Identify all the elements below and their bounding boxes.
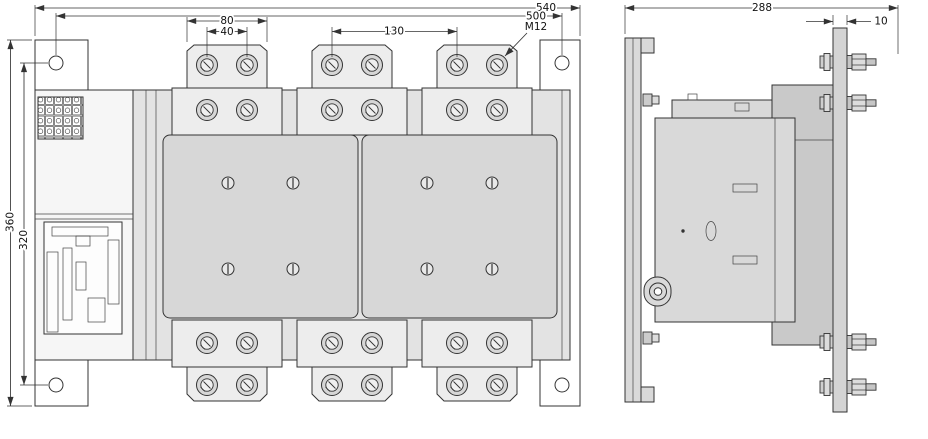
dim-label-10: 10	[874, 16, 887, 28]
dim-label-80: 80	[220, 15, 233, 27]
terminal-bolt-icon	[446, 99, 468, 121]
cover-screw-icon	[420, 262, 434, 276]
dim-label-540: 540	[536, 2, 556, 14]
cover-left	[162, 134, 359, 319]
body-slot	[732, 183, 758, 193]
terminal-bolt-icon	[446, 374, 468, 396]
mounting-hole-top-left	[48, 55, 64, 71]
mounting-hole-bottom-left	[48, 377, 64, 393]
mounting-hole-bottom-right	[554, 377, 570, 393]
cover-screw-icon	[420, 176, 434, 190]
terminal-bolt-icon	[361, 99, 383, 121]
terminal-bolt-head-icon	[819, 333, 834, 351]
bracket-bolt-icon	[642, 331, 660, 345]
terminal-bolt-icon	[446, 54, 468, 76]
front-view: 540 500 80 40 130 M12 360 320	[3, 0, 581, 407]
dim-label-360: 360	[5, 212, 17, 232]
riser-detail	[687, 93, 698, 101]
cover-screw-icon	[221, 176, 235, 190]
electronic-control-unit	[43, 221, 123, 335]
terminal-pole-top-3	[421, 44, 533, 136]
terminal-bolt-icon	[321, 54, 343, 76]
dim-label-m12: M12	[525, 21, 547, 33]
terminal-bolt-icon	[196, 99, 218, 121]
side-dimensions: 288 10	[624, 0, 899, 54]
terminal-bolt-icon	[361, 332, 383, 354]
bracket-flange-bottom	[640, 386, 655, 403]
dim-label-288: 288	[752, 2, 772, 14]
module-detail	[87, 297, 106, 323]
cover-screw-icon	[485, 262, 499, 276]
body-pin	[681, 229, 685, 233]
leader-line-m12	[504, 32, 528, 57]
terminal-bolt-side-icon	[846, 333, 877, 351]
terminal-bolt-icon	[321, 332, 343, 354]
terminal-bolt-icon	[196, 332, 218, 354]
terminal-bolt-icon	[486, 99, 508, 121]
body-side-face	[654, 117, 796, 323]
control-module	[34, 89, 134, 361]
terminal-bolt-icon	[361, 374, 383, 396]
terminal-bolt-icon	[361, 54, 383, 76]
terminal-pole-bottom-1	[171, 319, 283, 402]
arc-chamber-covers	[162, 134, 558, 319]
cover-screw-icon	[485, 176, 499, 190]
lug-hole	[653, 287, 663, 296]
terminal-pole-top-1	[171, 44, 283, 136]
control-terminal-strip-right	[107, 239, 120, 305]
terminal-bolt-icon	[236, 374, 258, 396]
terminal-poles-bottom	[171, 319, 533, 402]
terminal-bolt-icon	[236, 99, 258, 121]
module-detail	[62, 247, 73, 321]
terminal-bolt-head-icon	[819, 53, 834, 71]
terminal-bolt-icon	[486, 374, 508, 396]
body-top-riser	[671, 99, 773, 119]
dim-label-320: 320	[18, 230, 30, 250]
auxiliary-terminal-grid	[37, 96, 84, 140]
busbar-plate	[832, 27, 848, 413]
cover-screw-icon	[286, 176, 300, 190]
dim-label-130: 130	[384, 26, 404, 38]
bracket-bolt-icon	[642, 93, 660, 107]
terminal-pole-bottom-3	[421, 319, 533, 402]
terminal-bolt-side-icon	[846, 378, 877, 396]
riser-detail	[734, 102, 750, 112]
terminal-bolt-icon	[446, 332, 468, 354]
terminal-bolt-icon	[486, 332, 508, 354]
module-detail	[75, 261, 87, 291]
mounting-bracket-side	[624, 37, 660, 403]
contactor-body-side	[643, 117, 833, 323]
dim-label-500: 500	[526, 11, 546, 23]
terminal-bolt-icon	[196, 54, 218, 76]
dim-label-40: 40	[220, 26, 233, 38]
terminal-bolt-icon	[236, 332, 258, 354]
terminal-bolt-icon	[236, 54, 258, 76]
side-view: 288 10	[624, 0, 899, 413]
terminal-bolt-icon	[321, 374, 343, 396]
terminal-bolt-icon	[486, 54, 508, 76]
terminal-pole-bottom-2	[296, 319, 408, 402]
terminal-bolt-icon	[196, 374, 218, 396]
terminal-bolt-head-icon	[819, 378, 834, 396]
body-slot	[732, 255, 758, 265]
terminal-poles-top	[171, 44, 533, 136]
control-terminal-strip-left	[46, 251, 59, 333]
terminal-bolt-icon	[321, 99, 343, 121]
terminal-bolt-head-icon	[819, 94, 834, 112]
cover-right	[361, 134, 558, 319]
terminal-bolt-side-icon	[846, 94, 877, 112]
bracket-flange-top	[640, 37, 655, 54]
terminal-pole-top-2	[296, 44, 408, 136]
terminal-bolt-side-icon	[846, 53, 877, 71]
body-oval-opening	[705, 221, 717, 241]
module-detail	[75, 235, 91, 247]
cover-screw-icon	[286, 262, 300, 276]
terminal-plate-side	[819, 27, 877, 413]
mounting-hole-top-right	[554, 55, 570, 71]
cover-screw-icon	[221, 262, 235, 276]
front-dimensions: 540 500 80 40 130 M12 360 320	[3, 0, 581, 407]
